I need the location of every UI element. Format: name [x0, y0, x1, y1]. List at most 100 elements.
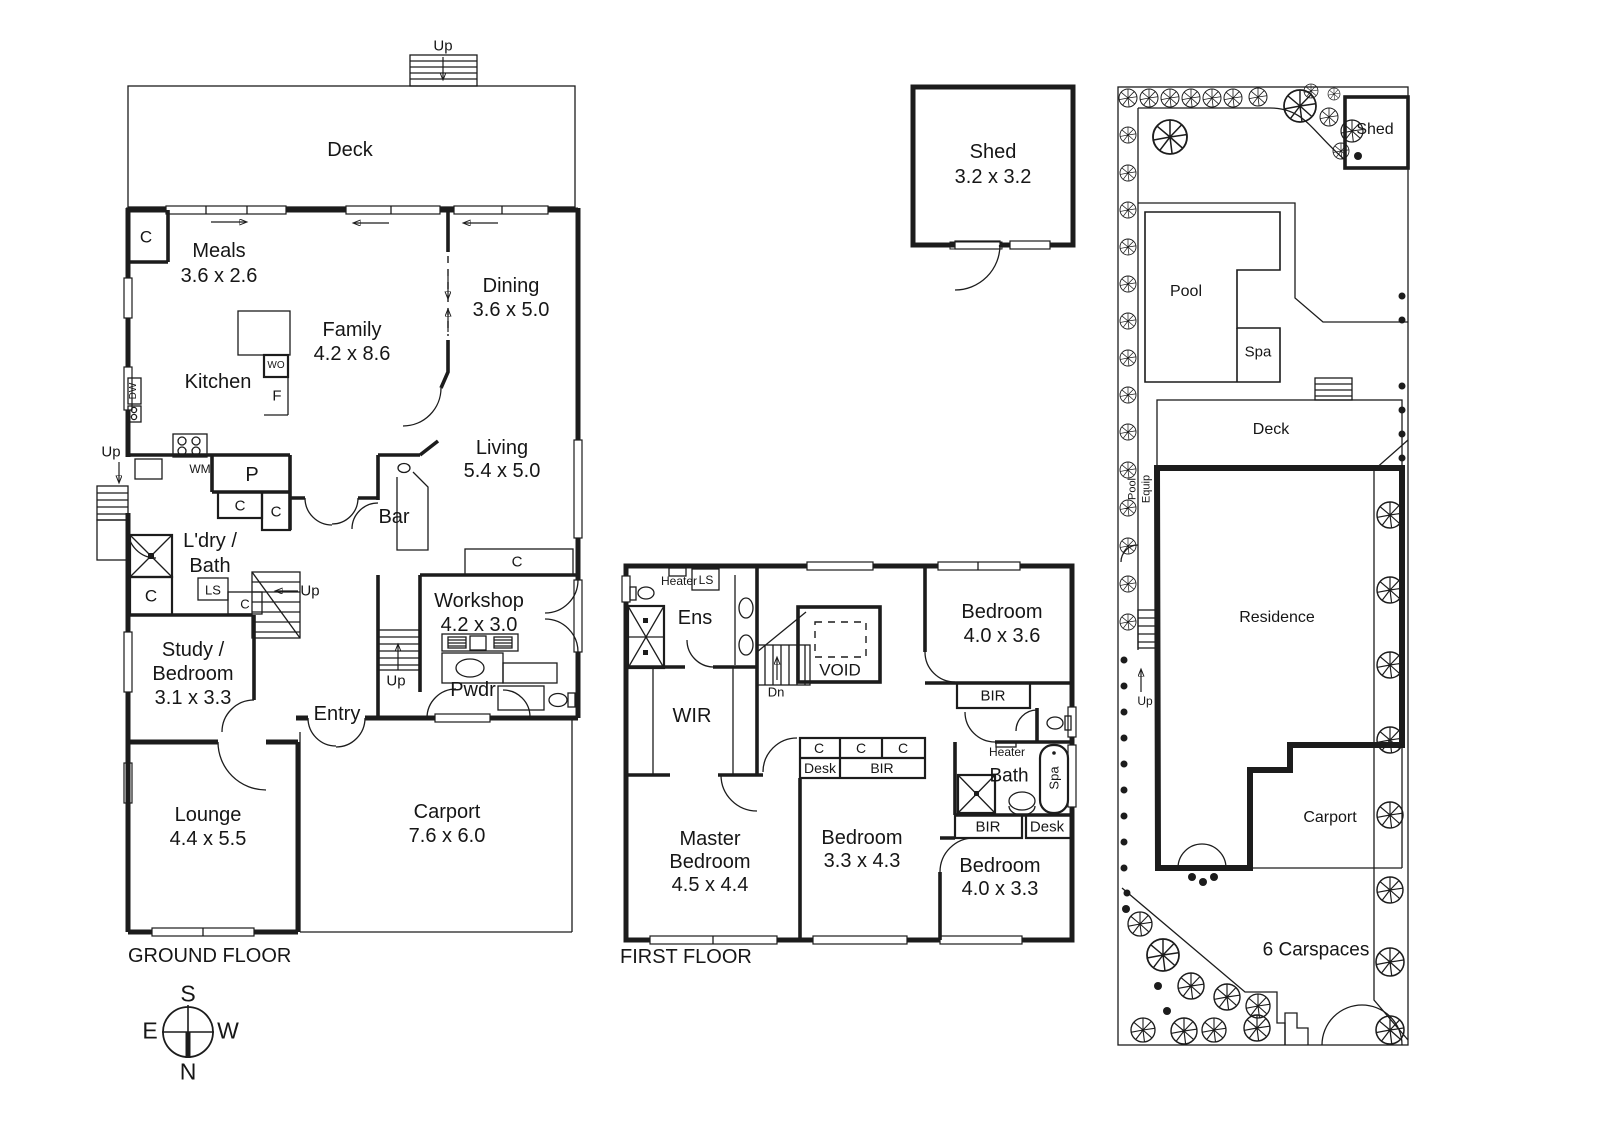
wall-oven-icon [262, 353, 290, 379]
ff-c2-label: C [855, 740, 867, 756]
gf-dining-dim-label: 3.6 x 5.0 [472, 299, 550, 321]
ff-desk2-box [1024, 813, 1074, 840]
gf-hall-doors [290, 496, 378, 526]
ff-bir1-label: BIR [980, 687, 1006, 705]
gf-windows-top [165, 205, 549, 215]
compass-s-label: S [180, 980, 196, 1007]
gf-main-stairs [377, 629, 421, 671]
gf-up-main-label: Up [386, 672, 406, 690]
gf-ls-box [197, 577, 229, 601]
gf-powder-room [426, 652, 576, 723]
gf-entry-doors [296, 715, 380, 748]
basin-icon [455, 658, 485, 678]
toilet-icon [548, 692, 568, 708]
toilet-icon [1046, 716, 1064, 730]
gf-workshop-dim-label: 4.2 x 3.0 [440, 614, 518, 636]
gf-deck-label: Deck [327, 139, 373, 161]
site-pool-label: Pool [1169, 283, 1203, 300]
ff-bir1-box [955, 681, 1032, 710]
ff-c3-label: C [897, 740, 909, 756]
gf-window-living [573, 439, 583, 539]
ff-bedroom3 [938, 836, 975, 940]
gf-ldry-door-arc [127, 529, 157, 559]
gf-c2-label: C [270, 503, 282, 521]
ff-bed3-dim-label: 4.0 x 3.3 [961, 878, 1039, 900]
gf-mid-stairs [251, 571, 301, 639]
site-left-stairs [1137, 609, 1157, 692]
gf-dining-divider [402, 212, 448, 427]
gf-dw-label: DW [128, 382, 139, 400]
gf-living-label: Living [475, 437, 529, 459]
ff-dn-label: Dn [767, 684, 785, 700]
ff-c1-label: C [813, 740, 825, 756]
ground-floor-plan [96, 54, 583, 937]
gf-left-stairs [96, 462, 129, 561]
toilet-icon [637, 586, 655, 600]
site-boundary [1117, 86, 1409, 1046]
gf-wo-label: WO [267, 360, 285, 371]
gf-study-label: Study / [161, 639, 225, 661]
ff-bed3-label: Bedroom [959, 855, 1041, 877]
gf-lounge-dim-label: 4.4 x 5.5 [169, 828, 247, 850]
heater-icon [668, 567, 687, 577]
gf-deck-up-label: Up [433, 37, 453, 55]
gf-workshop-doors [544, 579, 583, 653]
gf-c5-label: C [511, 553, 523, 571]
site-residence-walls [1153, 465, 1405, 871]
gf-closet-c-label: C [139, 227, 153, 247]
gf-c3-label: C [144, 586, 158, 606]
ls-box [691, 568, 720, 591]
gf-bath-label: Bath [189, 555, 231, 577]
ff-void [796, 605, 882, 684]
gf-c4-label: C [240, 596, 250, 612]
ff-desk2-label: Desk [1029, 818, 1065, 836]
washing-machine-icon [134, 458, 163, 480]
ff-master-door-arc [720, 774, 758, 812]
site-deck-label: Deck [1252, 421, 1290, 438]
ff-heater2-label: Heater [988, 745, 1026, 759]
ff-wir-label: WIR [672, 705, 712, 727]
gf-deck-stairs [409, 54, 478, 87]
gf-meals-label: Meals [192, 240, 246, 262]
gf-lounge-label: Lounge [174, 804, 242, 826]
site-carport-outline [1250, 745, 1403, 869]
gf-lounge-walls [125, 739, 301, 937]
ff-desk1-label: Desk [804, 760, 836, 776]
gf-c1-label: C [234, 497, 246, 515]
basin-icon [1008, 791, 1036, 811]
heater-icon [995, 741, 1017, 748]
ff-bathroom [953, 711, 1074, 840]
basin-icon [738, 597, 754, 619]
ff-closet-block [798, 736, 927, 780]
ff-bed1-dim-label: 4.0 x 3.6 [963, 625, 1041, 647]
site-up-label: Up [1137, 694, 1153, 708]
ff-void-label: VOID [819, 660, 861, 680]
gf-study-walls [128, 613, 256, 700]
site-poolequip1-label: Pool [1126, 477, 1139, 501]
compass-rose [162, 1005, 214, 1058]
gf-p-label: P [245, 464, 259, 486]
gf-study2-label: Bedroom [152, 663, 234, 685]
ff-wc [1015, 708, 1072, 744]
gf-study-dim-label: 3.1 x 3.3 [154, 687, 232, 709]
compass-n-label: N [179, 1058, 197, 1085]
gf-up-mid-label: Up [300, 582, 320, 600]
ff-hall-door-arc [762, 737, 798, 773]
gf-carport-label: Carport [413, 801, 481, 823]
gf-closet-c2 [260, 490, 292, 532]
ff-spa-label: Spa [1046, 766, 1062, 790]
ff-bedroom1 [923, 566, 1072, 710]
ff-bed2-dim-label: 3.3 x 4.3 [823, 850, 901, 872]
site-shed-label: Shed [1356, 121, 1394, 138]
ff-bath-label: Bath [989, 765, 1029, 787]
ff-bir2-label: BIR [870, 760, 894, 776]
gf-kitchen-fixtures [127, 310, 291, 480]
site-carspaces-label: 6 Carspaces [1262, 939, 1370, 961]
ff-master1-label: Master [679, 828, 741, 850]
gf-entry-label: Entry [313, 703, 361, 725]
ff-wir-rails [652, 667, 734, 775]
gf-carport-outline [299, 718, 573, 933]
gf-wm-label: WM [189, 462, 211, 476]
